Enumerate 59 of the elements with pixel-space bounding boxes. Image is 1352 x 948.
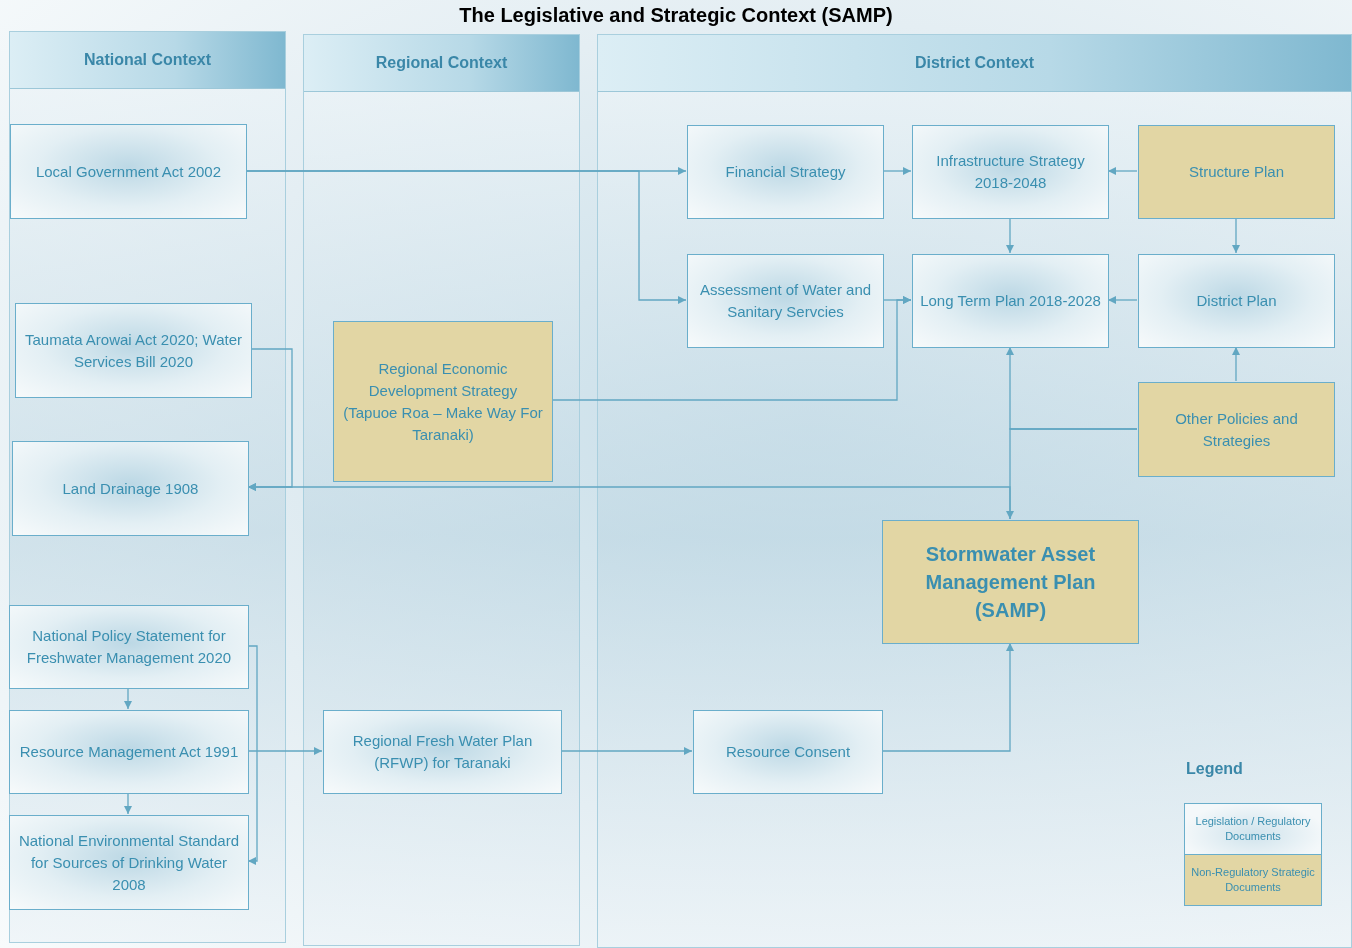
- node-text: District Plan: [1196, 291, 1277, 311]
- node-text: Regional Economic Development Strategy (Tapuoe Roa – Make Way For Taranaki): [342, 358, 544, 445]
- strategic-document-box: [333, 321, 553, 482]
- node-text: Stormwater Asset Management Plan (SAMP): [924, 542, 1097, 623]
- document-box: [687, 125, 884, 219]
- node-text: Other Policies and Strategies: [1174, 408, 1299, 451]
- legend-text: Non-Regulatory Strategic Documents: [1190, 865, 1316, 895]
- document-box: [323, 710, 562, 794]
- node-text: Assessment of Water and Sanitary Servcies: [698, 280, 873, 322]
- node-text: Land Drainage 1908: [62, 478, 199, 499]
- arrow: [881, 642, 1014, 752]
- arrow: [882, 167, 912, 175]
- arrow: [1232, 346, 1240, 382]
- node-text: Regional Fresh Water Plan (RFWP) for Taranaki: [351, 731, 534, 773]
- node-text: Financial Strategy: [725, 162, 846, 182]
- document-box: [1138, 254, 1335, 348]
- document-box: [912, 254, 1109, 348]
- document-box: [10, 124, 247, 219]
- node-text: Structure Plan: [1188, 162, 1284, 182]
- node-text: National Policy Statement for Freshwater Management 2020: [25, 626, 233, 668]
- column-title: District Context: [914, 54, 1035, 72]
- arrow: [1006, 217, 1014, 254]
- column-panel: [303, 34, 580, 946]
- arrow: [560, 747, 693, 755]
- diagram-title: The Legislative and Strategic Context (SAMP): [458, 4, 894, 27]
- document-box: [9, 815, 249, 910]
- arrow: [247, 747, 323, 755]
- node-text: Local Government Act 2002: [35, 161, 222, 182]
- arrow: [551, 296, 912, 401]
- strategic-document-box: [882, 520, 1139, 644]
- arrow: [124, 687, 132, 710]
- document-box: [9, 605, 249, 689]
- document-box: [15, 303, 252, 398]
- column-panel: [9, 31, 286, 943]
- node-text: Resource Consent: [725, 742, 851, 762]
- column-title: National Context: [83, 51, 212, 69]
- arrow: [124, 792, 132, 815]
- arrow: [247, 348, 293, 491]
- node-text: Resource Management Act 1991: [19, 742, 239, 762]
- document-box: [693, 710, 883, 794]
- arrow: [1232, 217, 1240, 254]
- arrow: [247, 645, 258, 865]
- column-panel: [597, 34, 1352, 948]
- strategic-document-box: [1138, 125, 1335, 219]
- node-text: Taumata Arowai Act 2020; Water Services Bill 2020: [23, 329, 244, 372]
- node-text: National Environmental Standard for Sources of Drinking Water 2008: [17, 830, 241, 895]
- document-box: [912, 125, 1109, 219]
- legend-title: Legend: [1186, 760, 1243, 778]
- node-text: Long Term Plan 2018-2028: [920, 291, 1101, 311]
- column-title: Regional Context: [375, 54, 508, 72]
- node-text: Infrastructure Strategy 2018-2048: [935, 151, 1086, 193]
- arrow: [1107, 167, 1138, 175]
- legend-text: Legislation / Regulatory Documents: [1194, 814, 1312, 844]
- arrow: [245, 170, 687, 304]
- document-box: [687, 254, 884, 348]
- strategic-document-box: [1138, 382, 1335, 477]
- document-box: [12, 441, 249, 536]
- arrow: [1107, 296, 1138, 304]
- document-box: [9, 710, 249, 794]
